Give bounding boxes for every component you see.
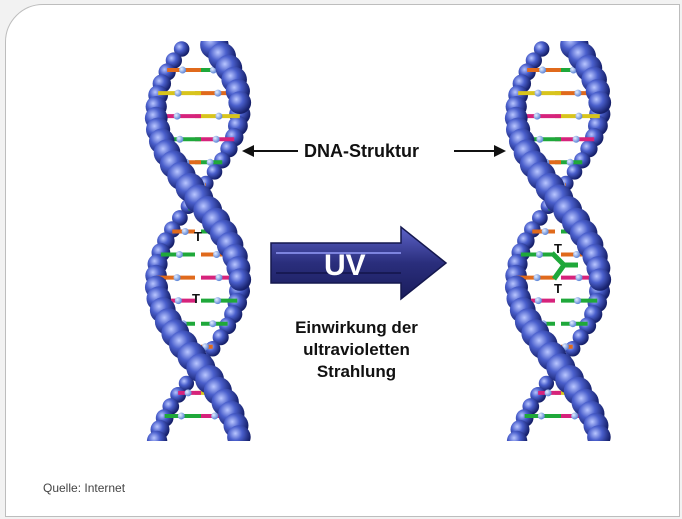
base-knob [534,113,541,120]
base-knob [213,136,220,143]
uv-arrow: UV [271,227,446,299]
base-label-t: T [192,291,200,306]
caption-line: Strahlung [269,361,444,383]
base-knob [179,67,186,74]
base-label-t: T [194,229,202,244]
base-knob [174,274,181,281]
base-knob [567,159,574,166]
base-label-t: T [554,281,562,296]
helix-bead [589,268,611,290]
base-knob [539,67,546,74]
base-knob [176,251,183,258]
caption-line: Einwirkung der [269,317,444,339]
base-knob [538,412,545,419]
base-knob [545,389,552,396]
base-knob [176,136,183,143]
uv-caption: Einwirkung der ultravioletten Strahlung [269,317,444,383]
uv-label: UV [324,249,366,282]
base-knob [174,113,181,120]
content-card: T T T T DNA-Struktur UV Einwirkung de [5,4,680,517]
base-knob [535,297,542,304]
base-knob [536,136,543,143]
base-knob [211,412,218,419]
dna-structure-label: DNA-Struktur [304,141,419,161]
base-knob [575,113,582,120]
base-knob [536,251,543,258]
base-knob [534,274,541,281]
base-knob [175,297,182,304]
base-knob [214,90,221,97]
base-knob [185,389,192,396]
dna-uv-figure: T T T T DNA-Struktur UV Einwirkung de [76,41,636,441]
base-knob [535,90,542,97]
base-knob [182,228,189,235]
base-knob [575,274,582,281]
base-knob [542,228,549,235]
helix-bead [588,91,611,114]
base-knob [214,297,221,304]
base-knob [569,320,576,327]
base-label-t: T [554,241,562,256]
base-knob [209,320,216,327]
base-knob [574,297,581,304]
helix-bead [229,268,251,290]
base-knob [571,412,578,419]
base-knob [215,113,222,120]
source-note: Quelle: Internet [43,481,125,495]
caption-line: ultravioletten [269,339,444,361]
base-knob [215,274,222,281]
helix-bead [228,91,251,114]
base-knob [178,412,185,419]
base-knob [207,159,214,166]
base-knob [573,136,580,143]
base-knob [175,90,182,97]
base-knob [574,90,581,97]
